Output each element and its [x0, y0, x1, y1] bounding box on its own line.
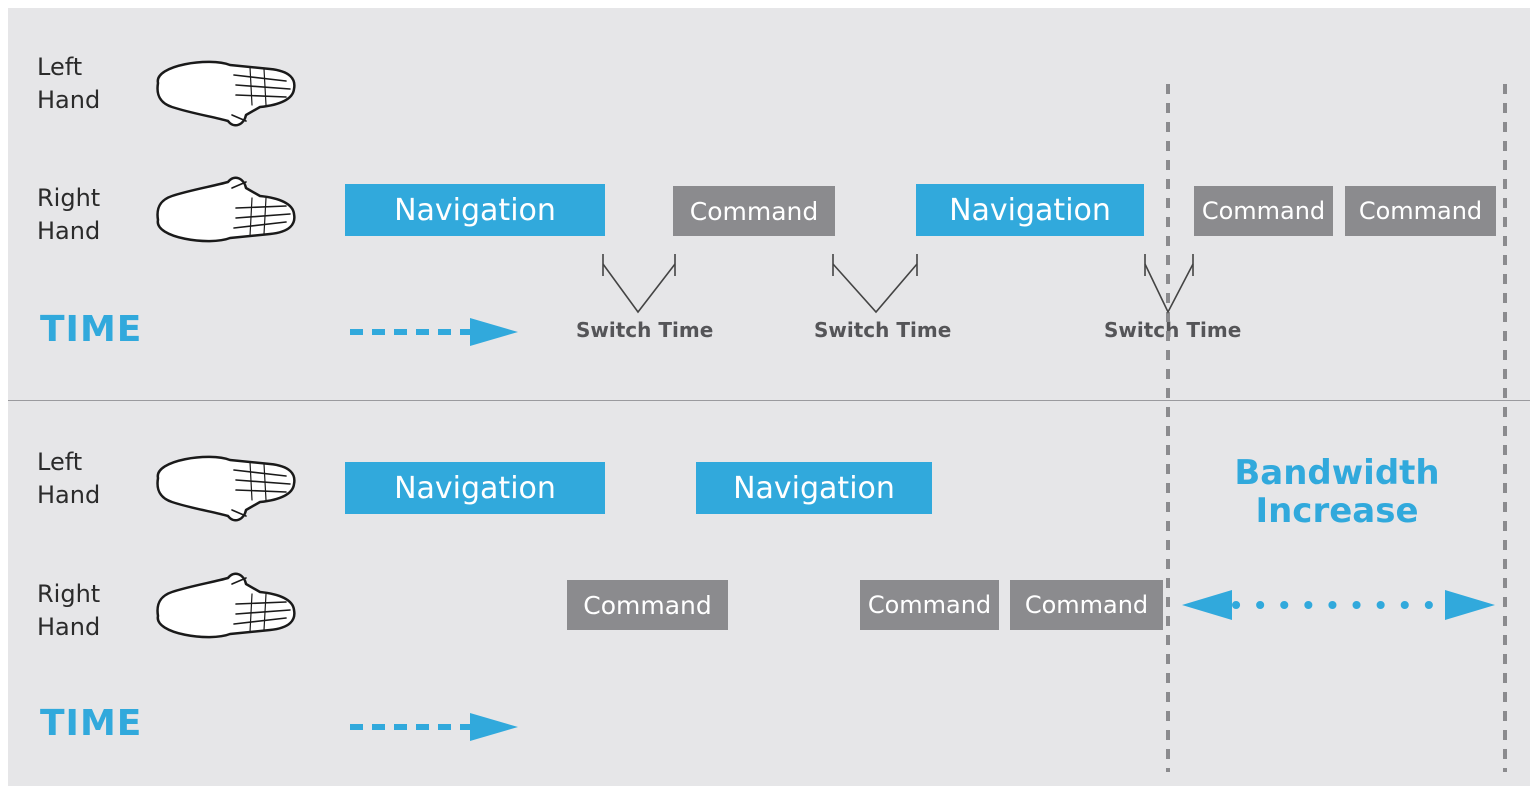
bandwidth-line1: Bandwidth: [1234, 453, 1440, 493]
top-navigation-block-2: Navigation: [916, 184, 1144, 236]
bottom-left-hand-line1: Left: [37, 448, 83, 476]
top-right-hand-line2: Hand: [37, 217, 101, 245]
top-command-block-3: Command: [1345, 186, 1496, 236]
bottom-time-arrow: [350, 713, 518, 741]
bottom-left-hand-line2: Hand: [37, 481, 101, 509]
top-time-arrow: [350, 318, 518, 346]
top-command-block-2: Command: [1194, 186, 1333, 236]
top-time-label: TIME: [40, 309, 143, 350]
bandwidth-double-arrow: [1182, 590, 1495, 620]
right-hand-icon: [150, 564, 300, 644]
switch-time-bracket-2: [832, 254, 918, 314]
bandwidth-line2: Increase: [1255, 491, 1419, 531]
switch-time-label-3: Switch Time: [1104, 318, 1242, 342]
section-divider: [8, 400, 1530, 401]
bottom-right-hand-line2: Hand: [37, 613, 101, 641]
bottom-command-block-3: Command: [1010, 580, 1163, 630]
bottom-right-hand-line1: Right: [37, 580, 101, 608]
top-right-hand-label: Right Hand: [37, 182, 100, 248]
top-left-hand-line2: Hand: [37, 86, 101, 114]
top-right-hand-line1: Right: [37, 184, 101, 212]
bottom-right-hand-label: Right Hand: [37, 578, 100, 644]
bottom-time-label: TIME: [40, 703, 143, 744]
top-left-hand-label: Left Hand: [37, 51, 100, 117]
bottom-left-hand-label: Left Hand: [37, 446, 100, 512]
left-hand-icon: [150, 55, 300, 135]
bottom-navigation-block-2: Navigation: [696, 462, 932, 514]
switch-time-label-2: Switch Time: [814, 318, 952, 342]
bottom-navigation-block-1: Navigation: [345, 462, 605, 514]
bottom-command-block-2: Command: [860, 580, 999, 630]
top-command-block-1: Command: [673, 186, 835, 236]
top-navigation-block-1: Navigation: [345, 184, 605, 236]
left-hand-icon: [150, 450, 300, 530]
switch-time-bracket-3: [1144, 254, 1194, 314]
top-left-hand-line1: Left: [37, 53, 83, 81]
switch-time-label-1: Switch Time: [576, 318, 714, 342]
bandwidth-increase-label: Bandwidth Increase: [1222, 454, 1452, 530]
bottom-command-block-1: Command: [567, 580, 728, 630]
switch-time-bracket-1: [602, 254, 676, 314]
right-hand-icon: [150, 168, 300, 248]
diagram-canvas: [8, 8, 1530, 786]
